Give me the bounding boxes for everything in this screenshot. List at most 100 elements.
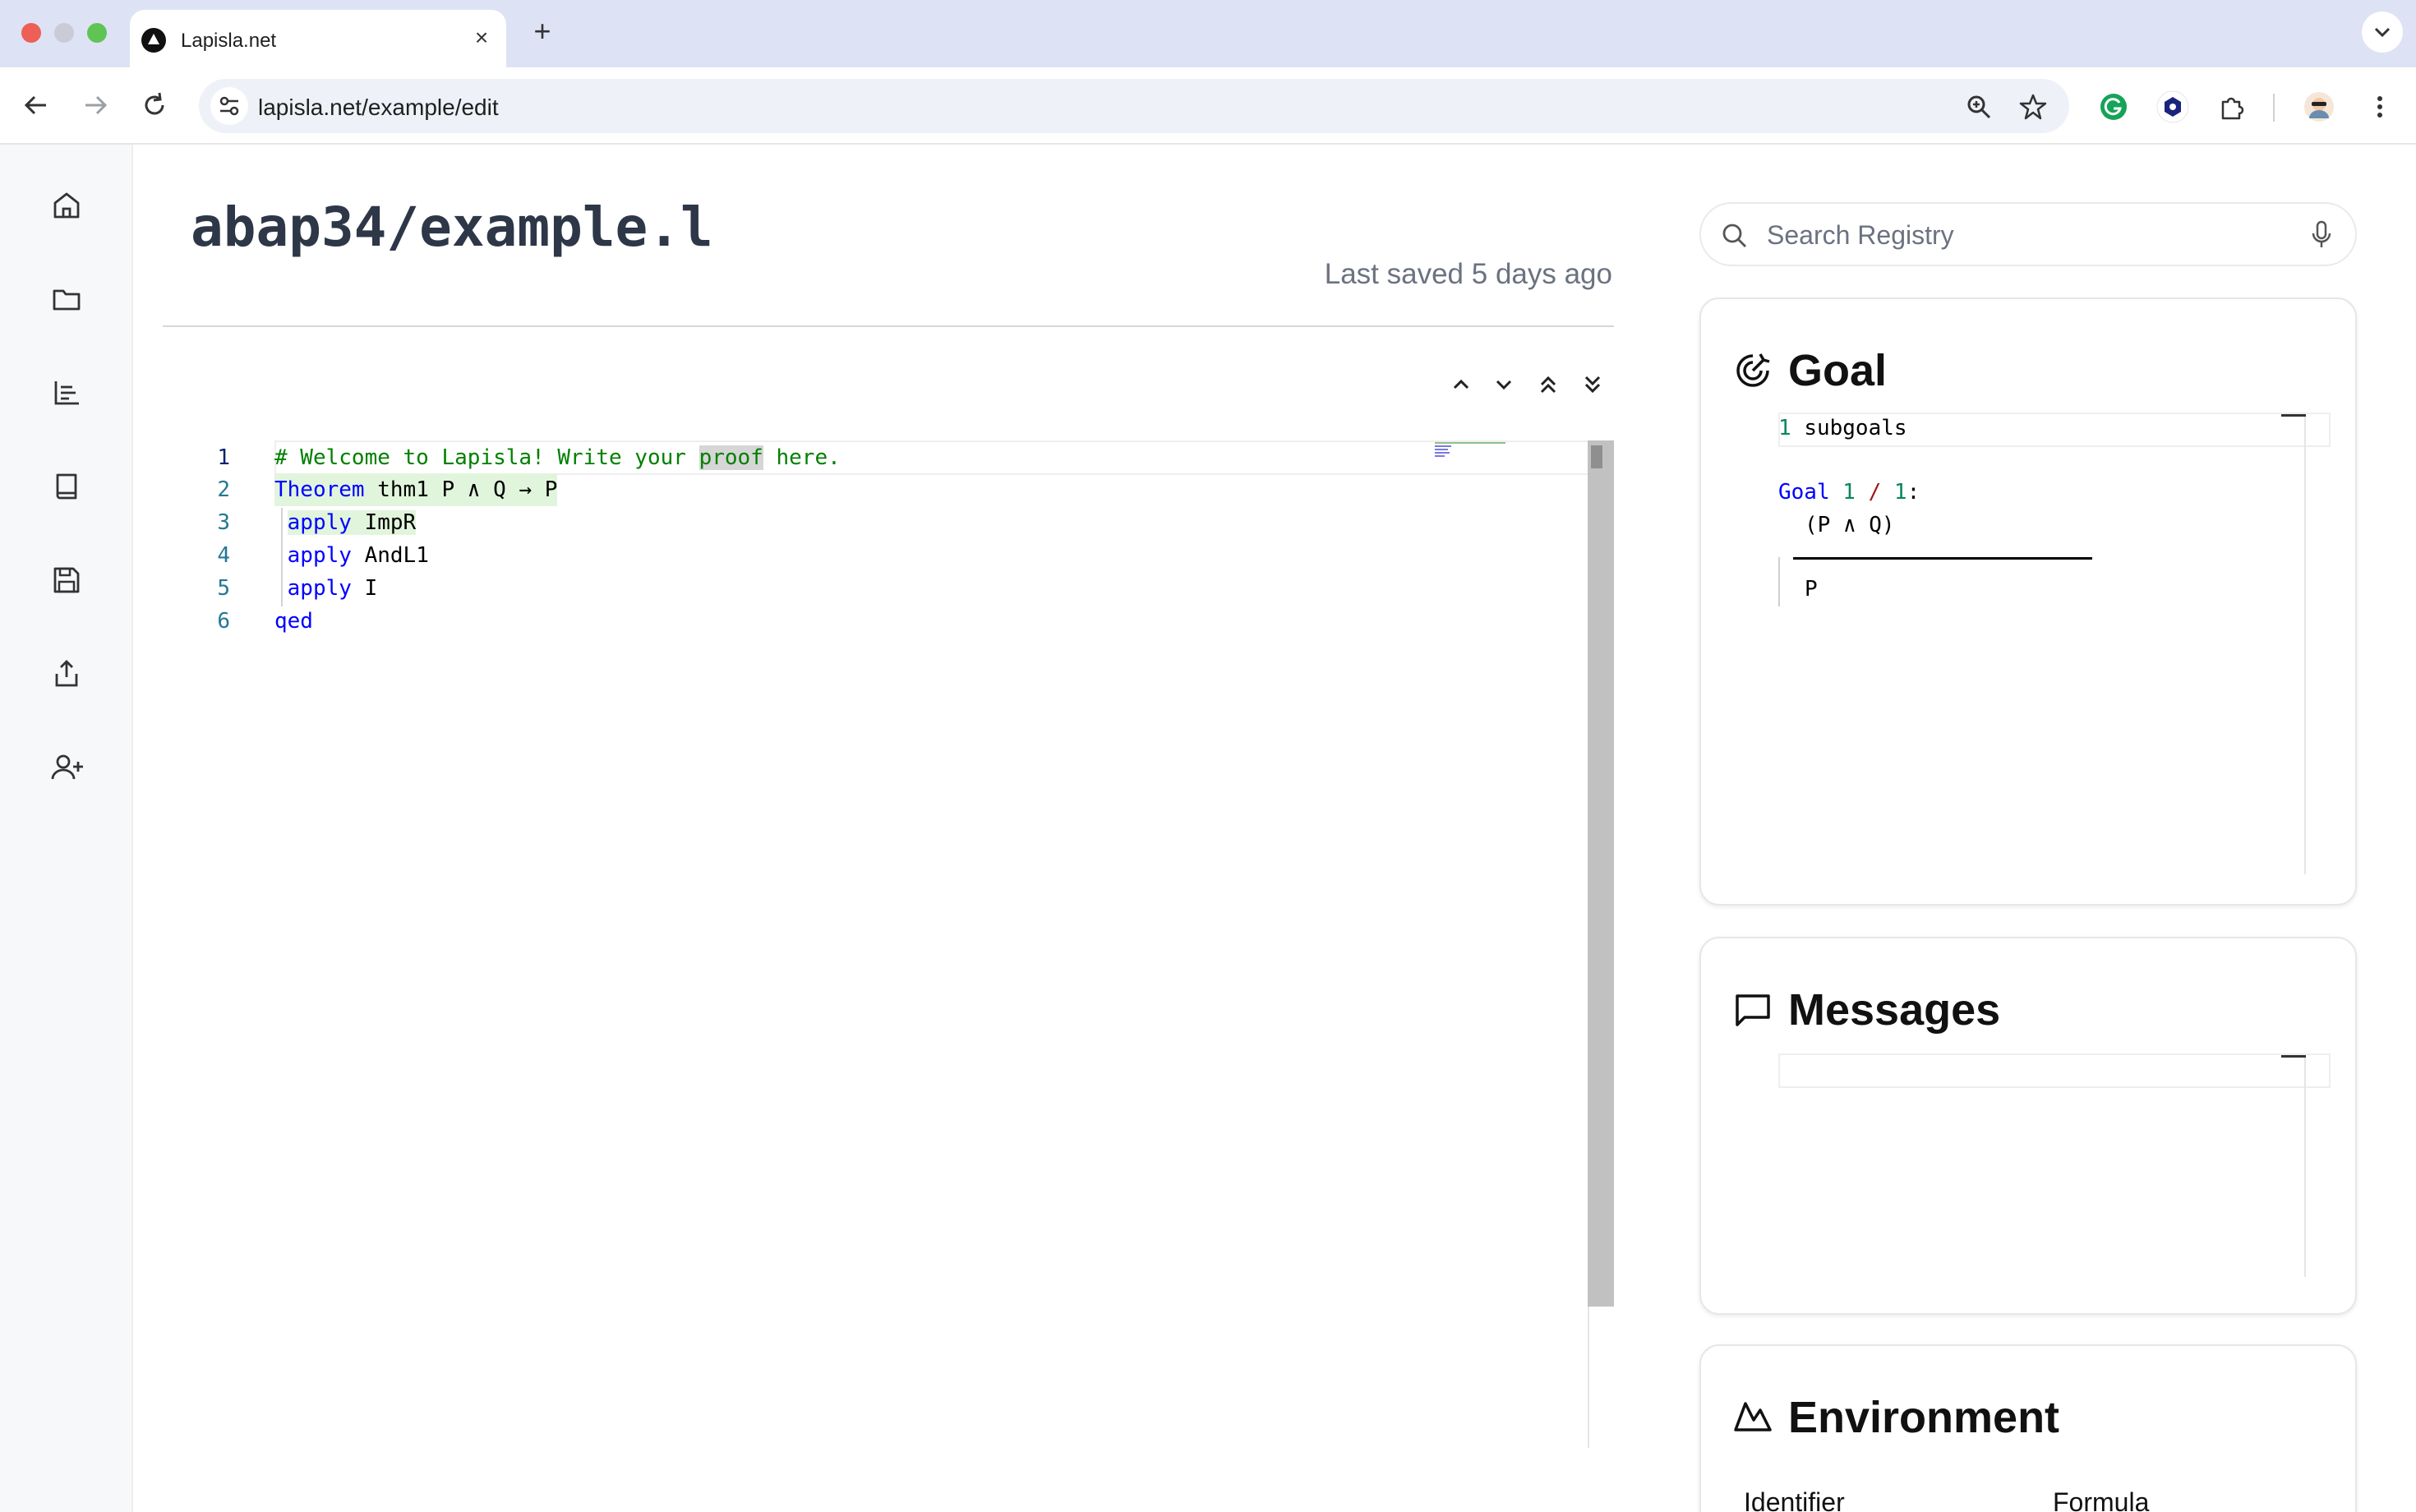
add-user-icon[interactable]	[48, 749, 85, 786]
keyword-apply: apply	[287, 510, 352, 535]
keyword-theorem: Theorem	[274, 477, 365, 502]
tab-close-icon[interactable]: ×	[474, 25, 489, 50]
editor-minimap[interactable]	[1435, 440, 1509, 460]
search-icon	[1722, 224, 1746, 247]
column-header-identifier[interactable]: Identifier	[1744, 1487, 1845, 1512]
share-upload-icon[interactable]	[48, 655, 85, 693]
messages-output-scrollbar[interactable]	[2281, 1055, 2306, 1277]
window-close-button[interactable]	[21, 23, 41, 43]
zoom-icon[interactable]	[1964, 92, 1994, 122]
goal-output-scroll-tick	[2281, 414, 2306, 417]
goal-header: Goal 1 / 1:	[1778, 480, 1920, 505]
code-line-6[interactable]: qed	[274, 605, 313, 638]
code-line-5[interactable]: apply I	[274, 572, 378, 605]
comment-text: here.	[763, 445, 841, 470]
message-bubble-icon	[1736, 994, 1770, 1026]
browser-tab-active[interactable]: Lapisla.net ×	[130, 10, 506, 67]
goal-output-current-line	[1778, 413, 2331, 447]
forward-arrow-icon[interactable]	[76, 85, 115, 125]
comment-text: # Welcome to Lapisla! Write your	[274, 445, 699, 470]
code-line-1[interactable]: # Welcome to Lapisla! Write your proof h…	[274, 441, 841, 474]
environment-title: Environment	[1788, 1393, 2060, 1442]
subgoal-summary: 1 subgoals	[1778, 416, 1907, 440]
site-info-icon[interactable]	[210, 87, 248, 125]
line-number: 6	[217, 609, 230, 634]
environment-panel: Environment Identifier Formula	[1699, 1344, 2357, 1512]
goal-panel: Goal 1 subgoals Goal 1 / 1: (P ∧ Q) P	[1699, 297, 2357, 906]
line-number: 4	[217, 543, 230, 568]
line-number: 1	[217, 445, 230, 470]
last-saved-status: Last saved 5 days ago	[1324, 258, 1612, 290]
goal-conclusion: P	[1805, 577, 1818, 602]
toolbar-separator	[2273, 94, 2275, 122]
browser-menu-icon[interactable]	[2363, 90, 2396, 123]
theorem-statement: thm1 P ∧ Q → P	[364, 477, 558, 502]
messages-output-scroll-tick	[2281, 1055, 2306, 1058]
editor-scrollbar[interactable]	[1588, 440, 1614, 1307]
code-line-4[interactable]: apply AndL1	[274, 539, 429, 572]
line-number: 2	[217, 477, 230, 502]
lapisla-favicon-icon	[141, 28, 166, 53]
extensions-puzzle-icon[interactable]	[2215, 90, 2248, 123]
double-chevron-down-icon[interactable]	[1576, 368, 1609, 401]
messages-output-current-line	[1778, 1053, 2331, 1088]
save-icon[interactable]	[48, 561, 85, 599]
home-icon[interactable]	[48, 187, 85, 224]
tactic-argument: I	[351, 576, 378, 601]
tab-title: Lapisla.net	[181, 30, 277, 52]
editor-scrollbar-thumb[interactable]	[1591, 445, 1602, 468]
line-number: 5	[217, 576, 230, 601]
book-icon[interactable]	[48, 468, 85, 505]
file-title: abap34/example.l	[191, 196, 713, 259]
keyword-apply: apply	[287, 543, 352, 568]
goal-indent-bar	[1778, 557, 1780, 606]
code-line-3[interactable]: apply ImpR	[274, 506, 417, 539]
header-divider	[163, 325, 1614, 327]
tactic-argument: ImpR	[351, 510, 417, 535]
editor-scroll-edge	[1588, 1307, 1589, 1448]
target-goal-icon	[1736, 353, 1770, 387]
browser-tab-bar: Lapisla.net × +	[0, 0, 2416, 67]
window-maximize-button[interactable]	[87, 23, 107, 43]
back-arrow-icon[interactable]	[16, 85, 56, 125]
messages-panel: Messages	[1699, 937, 2357, 1315]
url-text: lapisla.net/example/edit	[258, 94, 499, 120]
chart-list-icon[interactable]	[48, 374, 85, 412]
goal-title: Goal	[1788, 346, 1888, 395]
editor-navigation-controls	[1445, 368, 1614, 401]
double-chevron-up-icon[interactable]	[1532, 368, 1565, 401]
bookmark-star-icon[interactable]	[2018, 92, 2048, 122]
chevron-up-icon[interactable]	[1445, 368, 1478, 401]
keyword-qed: qed	[274, 609, 313, 634]
mountain-icon	[1734, 1402, 1772, 1431]
goal-output: 1 subgoals Goal 1 / 1: (P ∧ Q) P	[1778, 413, 2331, 892]
comment-highlighted-word: proof	[699, 445, 763, 470]
address-bar[interactable]: lapisla.net/example/edit	[199, 79, 2069, 133]
goal-hypothesis: (P ∧ Q)	[1805, 513, 1895, 537]
folder-icon[interactable]	[48, 280, 85, 318]
reload-icon[interactable]	[135, 85, 174, 125]
registry-search	[1699, 202, 2357, 266]
code-editor[interactable]: 1 2 3 4 5 6 # Welcome to Lapisla! Write …	[163, 440, 1614, 1448]
indent-guide	[281, 508, 283, 606]
tab-search-button[interactable]	[2362, 12, 2403, 53]
window-minimize-button[interactable]	[54, 23, 74, 43]
browser-toolbar: lapisla.net/example/edit	[0, 67, 2416, 145]
messages-output	[1778, 1053, 2331, 1300]
microphone-icon[interactable]	[2309, 220, 2334, 250]
search-input[interactable]	[1767, 219, 2276, 251]
tactic-argument: AndL1	[351, 543, 429, 568]
column-header-formula[interactable]: Formula	[2053, 1487, 2150, 1512]
goal-output-scrollbar[interactable]	[2281, 414, 2306, 874]
keyword-apply: apply	[287, 576, 352, 601]
profile-avatar-icon[interactable]	[2303, 90, 2335, 123]
sequent-rule	[1793, 557, 2092, 560]
new-tab-button[interactable]: +	[533, 14, 551, 48]
extension-shield-icon[interactable]	[2156, 90, 2189, 123]
grammarly-extension-icon[interactable]	[2097, 90, 2130, 123]
left-navigation-rail	[0, 145, 133, 1512]
messages-title: Messages	[1788, 985, 2001, 1035]
line-number: 3	[217, 510, 230, 535]
chevron-down-icon[interactable]	[1487, 368, 1520, 401]
code-line-2[interactable]: Theorem thm1 P ∧ Q → P	[274, 473, 558, 506]
